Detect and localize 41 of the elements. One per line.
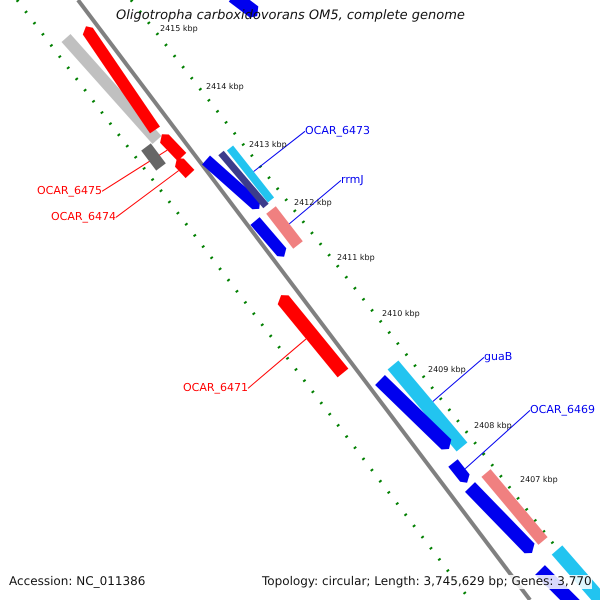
- tick-label: 2411 kbp: [337, 253, 375, 262]
- gene-segment: [141, 143, 166, 171]
- gene-segment: [218, 150, 269, 208]
- leader-line: [288, 180, 342, 224]
- gene-segment: [202, 156, 260, 210]
- gene-label: guaB: [484, 351, 512, 364]
- gene-segment: [388, 360, 468, 452]
- gene-label: OCAR_6475: [37, 185, 102, 198]
- gene-label: OCAR_6471: [183, 382, 248, 395]
- gene-label: OCAR_6469: [530, 404, 596, 417]
- gene-segment: [160, 134, 186, 162]
- gene-segment: [266, 206, 303, 249]
- gene-segment: [448, 459, 470, 483]
- tick-label: 2410 kbp: [382, 309, 420, 318]
- tick-label: 2408 kbp: [474, 421, 512, 430]
- accession-text: Accession: NC_011386: [9, 575, 146, 589]
- genome-stats-text: Topology: circular; Length: 3,745,629 bp; Genes: 3,770: [262, 575, 592, 589]
- gene-label: OCAR_6474: [51, 211, 116, 224]
- gene-segment: [375, 375, 452, 450]
- gene-segment: [465, 482, 534, 554]
- map-title: Oligotropha carboxidovorans OM5, complete genome: [116, 9, 465, 24]
- gene-label: rrmJ: [341, 174, 364, 187]
- tick-label: 2407 kbp: [520, 475, 558, 484]
- leader-line: [102, 150, 168, 192]
- gene-segment: [226, 146, 274, 202]
- leader-line: [464, 410, 530, 470]
- tick-label: 2415 kbp: [160, 24, 198, 34]
- tick-label: 2413 kbp: [249, 140, 287, 150]
- leader-line: [432, 356, 484, 402]
- leader-line: [116, 170, 180, 218]
- tick-label: 2414 kbp: [206, 82, 244, 92]
- tick-label: 2409 kbp: [428, 365, 466, 374]
- gene-segment: [250, 217, 286, 257]
- gene-segment: [175, 158, 194, 178]
- leader-line: [248, 338, 307, 389]
- leader-line: [253, 130, 306, 172]
- tick-label: 2412 kbp: [294, 198, 332, 208]
- gene-segment: [278, 295, 348, 378]
- gene-segment: [82, 26, 160, 134]
- gene-label: OCAR_6473: [305, 125, 370, 138]
- gene-segment: [552, 545, 600, 600]
